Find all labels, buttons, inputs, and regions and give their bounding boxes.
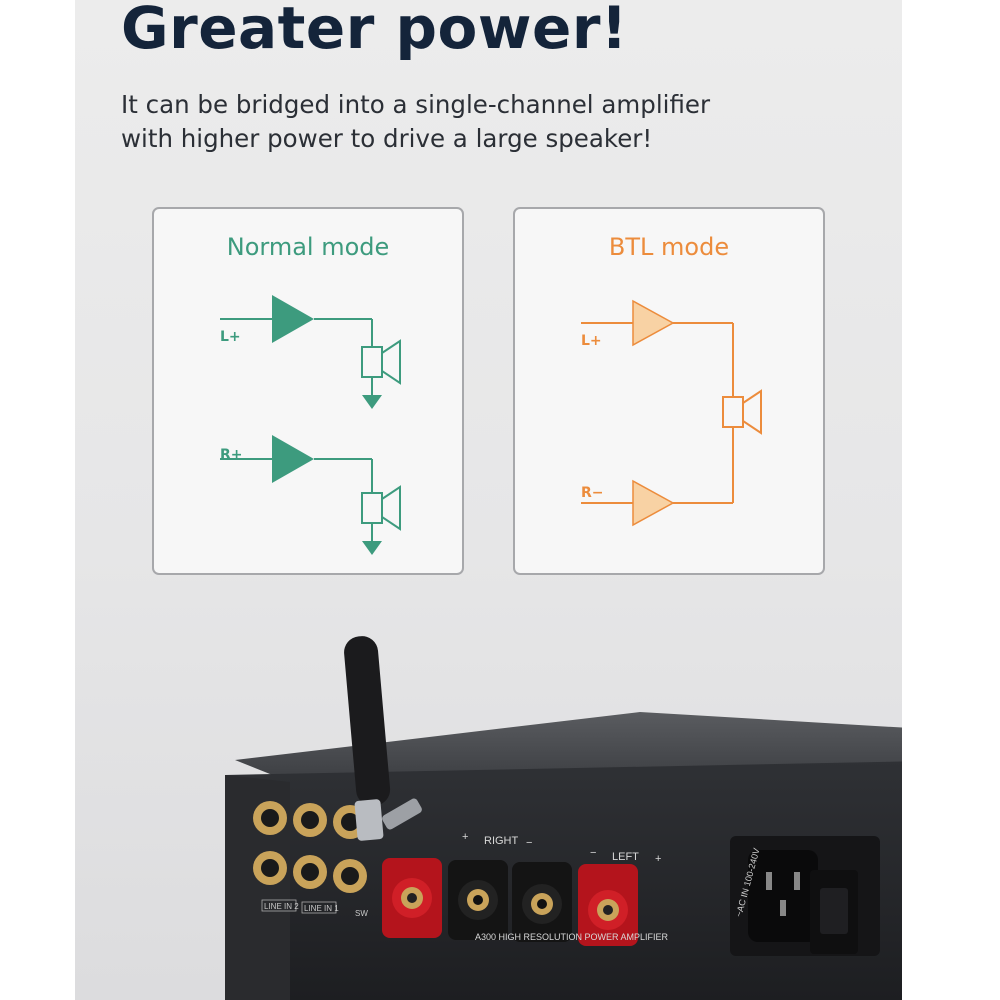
chassis-top	[235, 712, 902, 782]
subtitle: It can be bridged into a single-channel …	[121, 90, 711, 153]
rca-jacks	[253, 801, 367, 893]
btl-mode-card: BTL mode L+ R−	[513, 207, 825, 575]
normal-right-channel-label: R+	[220, 447, 243, 463]
right-minus-label: −	[526, 837, 532, 849]
model-text: A300 HIGH RESOLUTION POWER AMPLIFIER	[475, 932, 669, 942]
normal-left-channel-label: L+	[220, 329, 241, 345]
speaker-terminals	[382, 858, 638, 946]
normal-mode-title: Normal mode	[226, 233, 390, 261]
btl-right-channel-label: R−	[581, 485, 604, 501]
line-in-2-label: LINE IN 2	[264, 902, 299, 911]
left-plus-label: +	[655, 853, 661, 865]
btl-mode-title: BTL mode	[608, 233, 730, 261]
headline: Greater power!	[121, 0, 628, 62]
normal-mode-diagram: L+ R+	[220, 295, 401, 555]
left-label: LEFT	[612, 851, 639, 863]
btl-mode-diagram: L+ R−	[581, 299, 762, 527]
amplifier-photo: LINE IN 2 LINE IN 1 SW + RIGHT − − LEFT …	[225, 636, 902, 1000]
normal-mode-card: Normal mode L+ R+	[152, 207, 464, 575]
right-label: RIGHT	[484, 835, 519, 847]
left-minus-label: −	[590, 847, 596, 859]
right-plus-label: +	[462, 831, 468, 843]
sw-label: SW	[355, 909, 368, 918]
line-in-1-label: LINE IN 1	[304, 904, 339, 913]
btl-left-channel-label: L+	[581, 333, 602, 349]
antenna	[344, 636, 422, 841]
power-inlet: ~AC IN 100-240V	[730, 836, 880, 956]
